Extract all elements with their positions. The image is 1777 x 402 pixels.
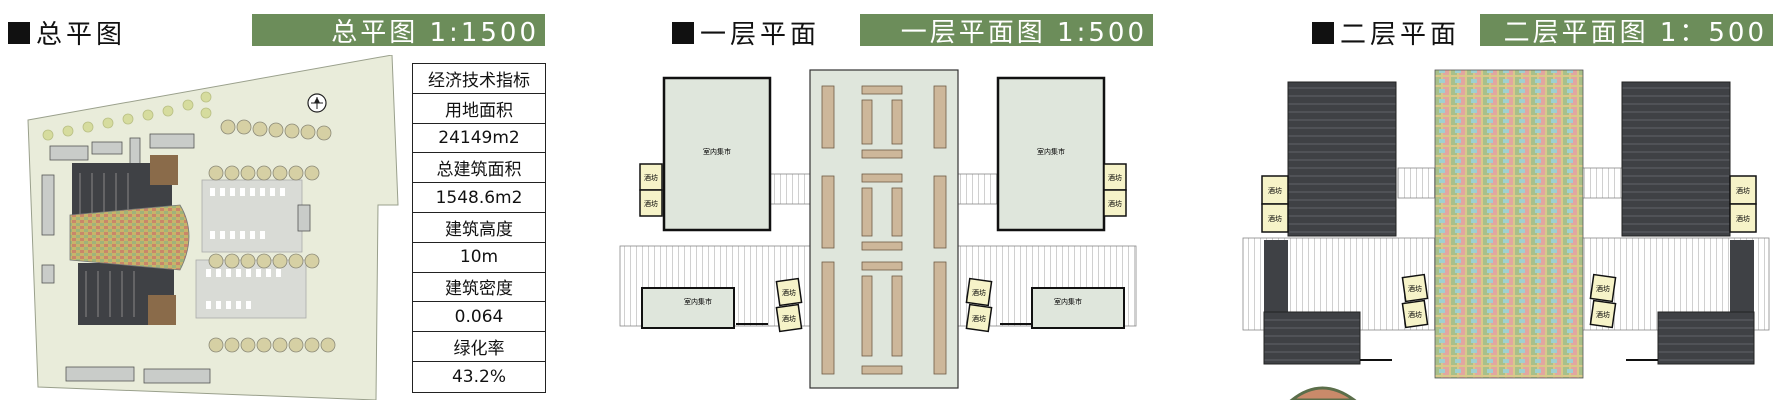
indoor-market-lower-right <box>1031 287 1125 329</box>
shop-m3 <box>965 277 993 307</box>
shop-m2 <box>775 303 803 333</box>
bridge-left <box>767 173 813 205</box>
shop-2f-m1 <box>1401 273 1429 303</box>
bridge-2f-right <box>1581 167 1625 199</box>
trees-top <box>42 91 212 141</box>
site-plan-heading: 总平图 <box>8 14 126 51</box>
floor1-banner-text: 一层平面图 1:500 <box>900 17 1147 48</box>
shop-l1-label: 酒坊 <box>644 173 658 182</box>
shop-2f-r1-label: 酒坊 <box>1736 186 1750 195</box>
table-value-green-ratio: 43.2% <box>451 366 506 387</box>
indoor-market-lower-left <box>641 287 735 329</box>
vignette-edge <box>1289 386 1357 400</box>
shop-2f-m1-label: 酒坊 <box>1408 284 1422 293</box>
floor2-banner: 二层平面图 1：500 <box>1480 14 1773 48</box>
site-plan-heading-text: 总平图 <box>36 20 127 50</box>
table-label-green-ratio: 绿化率 <box>413 332 545 362</box>
shop-2f-l1 <box>1261 175 1289 205</box>
floor1-heading: 一层平面 <box>672 14 820 51</box>
table-value-density: 0.064 <box>413 302 545 333</box>
shop-l2 <box>639 189 663 217</box>
indoor-market-right <box>996 76 1106 232</box>
shop-2f-l1-label: 酒坊 <box>1268 186 1282 195</box>
dark-block-left <box>1287 81 1397 237</box>
shop-m4 <box>965 303 993 333</box>
dark-block-lower-right <box>1657 311 1755 365</box>
trees-right <box>208 119 336 353</box>
shop-m3-label: 酒坊 <box>972 288 986 297</box>
shop-2f-l2 <box>1261 203 1289 233</box>
shop-2f-r2 <box>1729 203 1757 233</box>
north-arrow-icon <box>307 93 327 113</box>
shop-2f-l2-label: 酒坊 <box>1268 214 1282 223</box>
shop-l2-label: 酒坊 <box>644 199 658 208</box>
table-value-height: 10m <box>413 243 545 273</box>
floor2-banner-text: 二层平面图 1：500 <box>1503 17 1767 48</box>
table-label-density: 建筑密度 <box>413 273 545 303</box>
shop-m1 <box>775 277 803 307</box>
shop-2f-m4-label: 酒坊 <box>1596 310 1610 319</box>
floor2-heading-text: 二层平面 <box>1340 20 1461 50</box>
shop-2f-m3 <box>1589 273 1617 303</box>
dark-block-lower-left <box>1263 311 1361 365</box>
table-label-floor-area: 总建筑面积 <box>413 153 545 184</box>
market-stalls <box>821 85 947 375</box>
site-plan-banner-text: 总平图 1:1500 <box>331 17 539 48</box>
indoor-market-lower-right-label: 室内集市 <box>1054 297 1082 306</box>
shop-2f-m3-label: 酒坊 <box>1596 284 1610 293</box>
table-title: 经济技术指标 <box>413 64 545 94</box>
table-label-site-area: 用地面积 <box>413 94 545 124</box>
indoor-market-left-label: 室内集市 <box>703 147 731 156</box>
table-label-height: 建筑高度 <box>413 213 545 243</box>
floor1-heading-text: 一层平面 <box>700 20 821 50</box>
shop-2f-r1 <box>1729 175 1757 205</box>
indoor-market-lower-left-label: 室内集市 <box>684 297 712 306</box>
center-market-hall <box>809 69 959 389</box>
site-plan-drawing <box>27 55 399 400</box>
parking-lots <box>195 179 307 319</box>
floor2-heading: 二层平面 <box>1312 14 1460 51</box>
square-bullet-icon <box>672 21 694 44</box>
square-bullet-icon <box>8 21 30 44</box>
technical-indicators-table: 经济技术指标 用地面积 24149m2 总建筑面积 1548.6m2 建筑高度 … <box>412 63 546 393</box>
table-value-site-area: 24149m2 <box>413 124 545 154</box>
shop-r2-label: 酒坊 <box>1108 199 1122 208</box>
shop-m4-label: 酒坊 <box>972 314 986 323</box>
square-bullet-icon <box>1312 21 1334 44</box>
shop-2f-r2-label: 酒坊 <box>1736 214 1750 223</box>
floor1-banner: 一层平面图 1:500 <box>860 14 1153 48</box>
shop-2f-m2 <box>1401 299 1429 329</box>
floor2-plan: 酒坊 酒坊 酒坊 酒坊 酒坊 酒坊 酒坊 酒坊 <box>1242 69 1770 400</box>
building-cluster-south <box>78 263 176 325</box>
table-value-floor-area: 1548.6m2 <box>413 183 545 213</box>
indoor-market-right-label: 室内集市 <box>1037 147 1065 156</box>
shop-m2-label: 酒坊 <box>782 314 796 323</box>
shop-r1-label: 酒坊 <box>1108 173 1122 182</box>
small-buildings <box>41 133 211 384</box>
woven-roof-2f <box>1434 69 1584 379</box>
shop-2f-m4 <box>1589 299 1617 329</box>
shop-r2 <box>1103 189 1127 217</box>
site-plan-banner: 总平图 1:1500 <box>252 14 545 48</box>
woven-roof <box>69 204 190 271</box>
bridge-right <box>957 173 999 205</box>
indoor-market-left <box>662 76 772 232</box>
floor1-plan: 室内集市 室内集市 酒坊 酒坊 酒坊 酒坊 酒坊 酒坊 酒坊 酒坊 室内集市 室… <box>619 69 1137 389</box>
shop-m1-label: 酒坊 <box>782 288 796 297</box>
dark-block-right <box>1621 81 1731 237</box>
shop-2f-m2-label: 酒坊 <box>1408 310 1422 319</box>
